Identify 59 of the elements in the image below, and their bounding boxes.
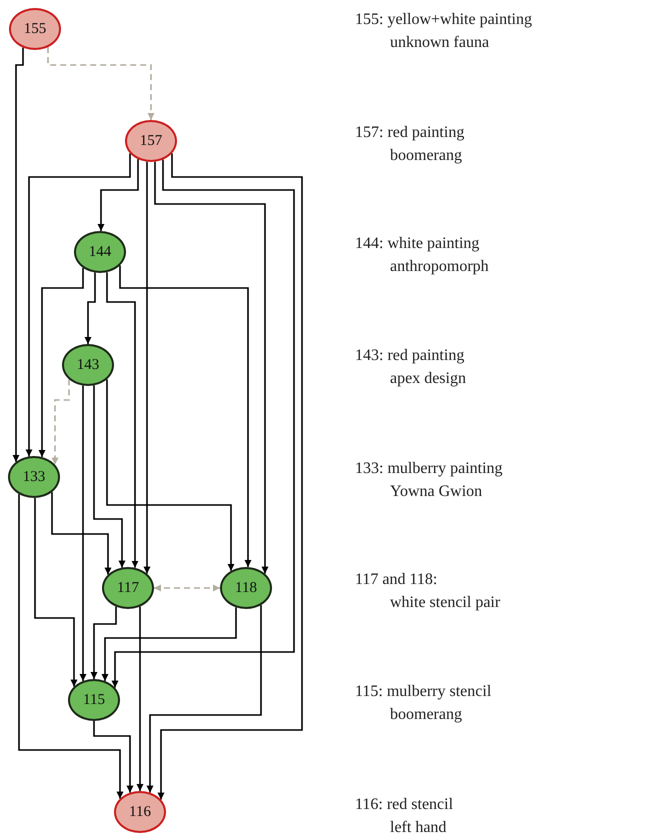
double-arrow [154,584,220,592]
legend-note: 155: yellow+white painting [355,10,532,30]
arrow [119,265,252,568]
legend-note: anthropomorph [390,257,489,277]
legend-note: unknown fauna [390,33,490,53]
context-ellipse [8,456,60,498]
context-ellipse [9,8,61,50]
context-number: 155 [24,22,46,36]
legend-note: 157: red painting [355,123,464,143]
arrow [47,47,154,120]
arrow [93,385,126,568]
arrow [106,272,138,568]
arrow [34,498,78,687]
arrow [52,379,70,465]
arrow [136,606,144,791]
arrow [90,606,117,679]
context-ellipse [74,231,126,273]
context-ellipse [68,679,120,721]
legend-note: boomerang [390,705,462,725]
arrow [26,153,131,456]
arrow [12,48,24,462]
legend-note: 116: red stencil [355,795,454,815]
arrow [112,160,295,688]
arrow [80,386,86,681]
context-number: 116 [129,804,151,820]
arrow [84,272,96,344]
arrow [93,721,134,793]
arrow [18,494,124,799]
context-ellipse [114,791,166,833]
arrow [106,379,234,571]
context-number: 143 [76,358,100,372]
legend-note: 144: white painting [355,234,480,254]
legend-note: Yowna Gwion [390,482,482,502]
arrow [154,162,268,574]
context-number: 133 [22,470,46,484]
context-number: 157 [140,134,162,148]
legend-note: boomerang [390,146,462,166]
legend-note: 143: red painting [355,346,464,366]
arrow [144,162,150,574]
arrow [102,607,237,681]
legend-note: 115: mulberry stencil [355,682,492,702]
context-ellipse [102,567,154,609]
context-number: 115 [83,692,105,708]
context-ellipse [62,344,114,386]
arrow [98,159,139,232]
context-number: 144 [88,244,112,260]
arrow [158,153,303,800]
context-ellipse [125,120,177,162]
context-ellipse [220,567,272,609]
context-number: 118 [235,580,257,596]
legend-note: 117 and 118: [355,570,438,590]
legend-note: left hand [390,818,446,836]
context-number: 117 [117,580,139,596]
legend-note: apex design [390,369,466,389]
legend-note: white stencil pair [390,593,500,613]
arrow [38,268,84,458]
legend-note: 133: mulberry painting [355,459,503,479]
arrow [146,605,262,793]
arrow [51,492,112,575]
